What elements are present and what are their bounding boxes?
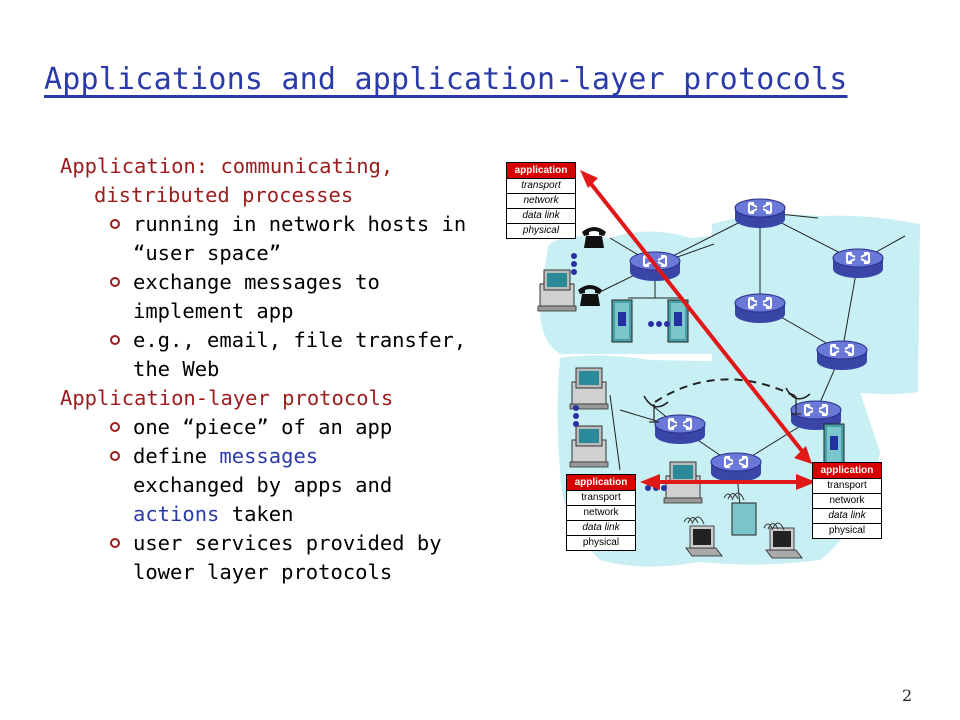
layer-network: network: [812, 494, 882, 509]
section1-heading: Application: communicating, distributed …: [60, 152, 480, 210]
layer-data-link: data link: [812, 509, 882, 524]
layer-application: application: [566, 474, 636, 491]
layer-application: application: [506, 162, 576, 179]
list-item: user services provided by lower layer pr…: [60, 529, 480, 587]
router-icon: [734, 198, 786, 229]
layer-transport: transport: [566, 491, 636, 506]
protocol-stack-bottom-left: application transport network data link …: [566, 474, 636, 551]
protocol-stack-bottom-right: application transport network data link …: [812, 462, 882, 539]
layer-physical: physical: [566, 536, 636, 551]
arrowhead-icon: [640, 474, 660, 490]
page-number: 2: [902, 686, 913, 705]
page-title: Applications and application-layer proto…: [44, 62, 848, 97]
bullet-marker-icon: [110, 538, 120, 548]
desktop-icon: [537, 269, 577, 312]
bullet-marker-icon: [110, 277, 120, 287]
list-item: define messages exchanged by apps and ac…: [60, 442, 480, 529]
section1-heading-line1: Application: communicating,: [60, 154, 394, 178]
router-icon: [654, 414, 706, 445]
messages-term: messages: [219, 444, 319, 468]
arrowhead-icon: [580, 170, 598, 188]
protocol-stack-top: application transport network data link …: [506, 162, 576, 239]
list-item: exchange messages to implement app: [60, 268, 480, 326]
section1-heading-line2: distributed processes: [94, 183, 354, 207]
layer-physical: physical: [506, 224, 576, 239]
bullet-marker-icon: [110, 422, 120, 432]
layer-application: application: [812, 462, 882, 479]
list-item: one “piece” of an app: [60, 413, 480, 442]
bullet-marker-icon: [110, 335, 120, 345]
router-icon: [832, 248, 884, 279]
bullet-marker-icon: [110, 219, 120, 229]
host-box: [731, 502, 757, 536]
desktop-icon: [569, 367, 609, 410]
server-icon: [667, 299, 689, 343]
actions-term: actions: [133, 502, 220, 526]
list-item: e.g., email, file transfer, the Web: [60, 326, 480, 384]
layer-network: network: [566, 506, 636, 521]
layer-transport: transport: [812, 479, 882, 494]
list-item: running in network hosts in “user space”: [60, 210, 480, 268]
arrowhead-icon: [794, 446, 812, 464]
layer-physical: physical: [812, 524, 882, 539]
layer-network: network: [506, 194, 576, 209]
layer-data-link: data link: [506, 209, 576, 224]
bullet-marker-icon: [110, 451, 120, 461]
router-icon: [710, 452, 762, 483]
router-icon: [816, 340, 868, 371]
layer-transport: transport: [506, 179, 576, 194]
server-icon: [611, 299, 633, 343]
arrowhead-icon: [796, 474, 816, 490]
layer-data-link: data link: [566, 521, 636, 536]
server-icon: [823, 423, 845, 467]
router-icon: [734, 293, 786, 324]
bullet-list: Application: communicating, distributed …: [60, 152, 480, 587]
section2-heading: Application-layer protocols: [60, 386, 394, 410]
desktop-icon: [569, 425, 609, 468]
